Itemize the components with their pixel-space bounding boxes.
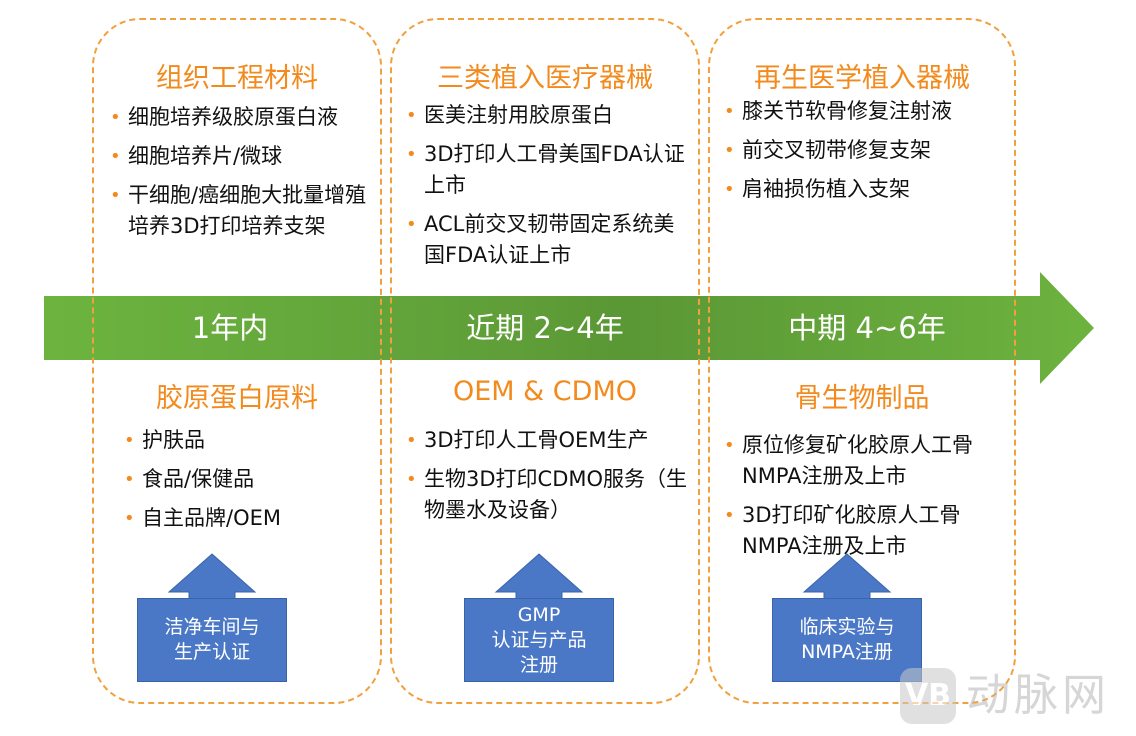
column-top-title: 组织工程材料: [156, 63, 318, 94]
list-item: •生物3D打印CDMO服务（生物墨水及设备）: [406, 467, 688, 522]
column-top-list: •医美注射用胶原蛋白 •3D打印人工骨美国FDA认证上市 •ACL前交叉韧带固定…: [406, 100, 694, 279]
column-top-list: •细胞培养级胶原蛋白液 •细胞培养片/微球 •干细胞/癌细胞大批量增殖培养3D打…: [110, 102, 372, 250]
column-class3-implants: 三类植入医疗器械 •医美注射用胶原蛋白 •3D打印人工骨美国FDA认证上市 •A…: [390, 18, 700, 704]
list-item: •前交叉韧带修复支架: [724, 138, 931, 162]
watermark-text: 动脉网: [966, 670, 1110, 721]
watermark-logo: VB 动脉网: [898, 664, 1134, 730]
column-tissue-engineering: 组织工程材料 •细胞培养级胶原蛋白液 •细胞培养片/微球 •干细胞/癌细胞大批量…: [92, 18, 382, 704]
list-item: •原位修复矿化胶原人工骨NMPA注册及上市: [724, 433, 973, 488]
phase-label: 中期 4~6年: [788, 311, 946, 345]
condition-text: 临床实验与 NMPA注册: [799, 616, 895, 663]
list-item: •3D打印人工骨OEM生产: [406, 428, 649, 452]
column-bottom-list: •护肤品 •食品/保健品 •自主品牌/OEM: [124, 425, 364, 542]
list-item: •护肤品: [124, 428, 205, 452]
list-item: •ACL前交叉韧带固定系统美国FDA认证上市: [406, 212, 675, 267]
condition-box: 临床实验与 NMPA注册: [772, 598, 922, 682]
up-arrow-icon: [802, 553, 892, 602]
watermark-mark: VB: [900, 668, 956, 724]
list-item: •细胞培养片/微球: [110, 144, 283, 168]
column-top-list: •膝关节软骨修复注射液 •前交叉韧带修复支架 •肩袖损伤植入支架: [724, 96, 1012, 213]
phase-label: 近期 2~4年: [466, 311, 624, 345]
condition-text: GMP 认证与产品 注册: [491, 603, 587, 676]
list-item: •膝关节软骨修复注射液: [724, 99, 952, 123]
column-bottom-list: •原位修复矿化胶原人工骨NMPA注册及上市 •3D打印矿化胶原人工骨NMPA注册…: [724, 430, 1012, 570]
list-item: •自主品牌/OEM: [124, 506, 281, 530]
column-bottom-title: OEM & CDMO: [452, 376, 638, 407]
list-item: •干细胞/癌细胞大批量增殖培养3D打印培养支架: [110, 183, 367, 238]
list-item: •医美注射用胶原蛋白: [406, 103, 613, 127]
up-arrow-icon: [494, 553, 584, 602]
column-regenerative-implants: 再生医学植入器械 •膝关节软骨修复注射液 •前交叉韧带修复支架 •肩袖损伤植入支…: [708, 18, 1016, 704]
list-item: •3D打印人工骨美国FDA认证上市: [406, 142, 685, 197]
phase-label: 1年内: [191, 311, 269, 345]
column-top-title: 三类植入医疗器械: [437, 63, 653, 94]
column-bottom-list: •3D打印人工骨OEM生产 •生物3D打印CDMO服务（生物墨水及设备）: [406, 425, 694, 534]
list-item: •肩袖损伤植入支架: [724, 177, 910, 201]
column-top-title: 再生医学植入器械: [754, 63, 970, 94]
list-item: •3D打印矿化胶原人工骨NMPA注册及上市: [724, 503, 961, 558]
column-bottom-title: 骨生物制品: [794, 383, 930, 414]
up-arrow-icon: [167, 553, 257, 602]
list-item: •细胞培养级胶原蛋白液: [110, 105, 338, 129]
condition-box: GMP 认证与产品 注册: [464, 598, 614, 682]
condition-text: 洁净车间与 生产认证: [164, 616, 260, 663]
condition-box: 洁净车间与 生产认证: [137, 598, 287, 682]
list-item: •食品/保健品: [124, 467, 255, 491]
column-bottom-title: 胶原蛋白原料: [156, 383, 318, 414]
